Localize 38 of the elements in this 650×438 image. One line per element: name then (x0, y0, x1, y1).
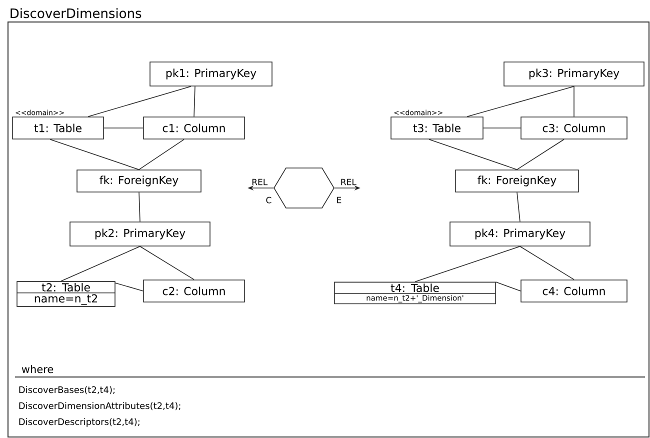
relation-hexagon (274, 168, 334, 208)
object-box: c4: Column (520, 280, 628, 302)
object-box: t2: Table name=n_t2 (16, 281, 116, 307)
domain-mark: C (266, 196, 272, 204)
connector-line (516, 139, 564, 170)
connector-line (516, 192, 520, 222)
edge-label: REL (252, 178, 268, 186)
connector-line (60, 246, 140, 282)
object-box: c1: Column (143, 116, 245, 140)
connector-line (50, 139, 140, 170)
object-box: c2: Column (143, 280, 245, 302)
object-box: pk3: PrimaryKey (504, 62, 644, 86)
connector-line (88, 86, 192, 117)
frame-title: DiscoverDimensions (10, 8, 142, 18)
object-box: c3: Column (520, 116, 628, 140)
object-box: pk1: PrimaryKey (150, 62, 272, 86)
connector-line (194, 86, 196, 117)
object-box: pk4: PrimaryKey (450, 222, 590, 246)
code-line: DiscoverDimensionAttributes(t2,t4); (19, 402, 180, 410)
edge-label: REL (341, 178, 356, 186)
connector-line (496, 282, 521, 292)
connector-line (520, 246, 574, 280)
connector-line (140, 246, 194, 280)
object-box: t3: Table (390, 116, 484, 140)
connector-line (115, 282, 144, 292)
code-line: DiscoverDescriptors(t2,t4); (19, 418, 140, 427)
section-heading: where (22, 365, 54, 374)
object-box: pk2: PrimaryKey (70, 222, 210, 246)
connector-line (466, 86, 574, 117)
object-box: t1: Table (12, 116, 104, 140)
connector-line (138, 192, 140, 222)
domain-mark: E (337, 196, 342, 204)
code-line: DiscoverBases(t2,t4); (19, 386, 115, 394)
connector-line (138, 139, 184, 170)
connector-line (414, 246, 520, 282)
connector-line (428, 139, 518, 170)
object-box: fk: ForeignKey (76, 170, 202, 192)
object-box: fk: ForeignKey (455, 170, 579, 192)
